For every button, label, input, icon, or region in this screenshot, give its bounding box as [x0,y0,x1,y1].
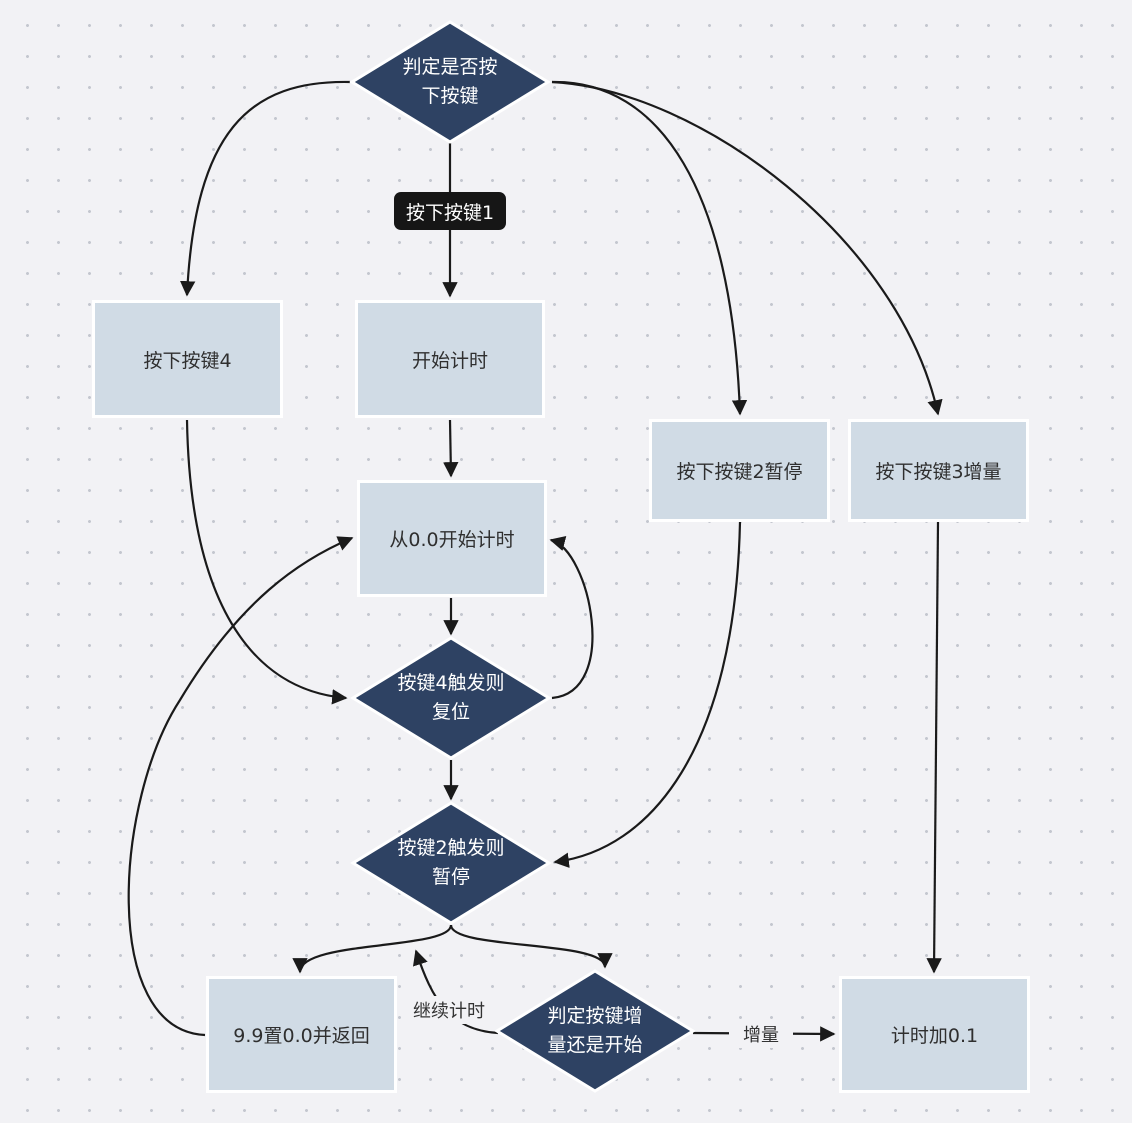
add-point-one-node[interactable]: 计时加0.1 [839,976,1030,1093]
edge-key2-to-pause [553,521,742,868]
edge-decide-to-key2 [551,80,748,416]
edge-start-to-zero [443,419,459,478]
edge-99-to-zero [127,536,354,1037]
diamond-decide-key-shape[interactable] [349,20,551,144]
edge-reset-loop [549,536,594,700]
key2-pause-node[interactable]: 按下按键2暂停 [649,419,830,522]
edge-pause-to-decide-inc [449,924,613,969]
edge-decide-to-key4 [179,80,351,297]
diamond-key4-reset-shape[interactable] [350,636,552,760]
edge-key3-to-add [926,521,942,974]
key1-edge-tag: 按下按键1 [394,192,506,230]
key4-node[interactable]: 按下按键4 [92,300,283,418]
edge-decide-to-key3 [551,80,943,416]
start-timer-node[interactable]: 开始计时 [355,300,545,418]
increment-edge-label: 增量 [729,1020,793,1048]
edge-pause-to-99 [292,924,453,974]
continue-edge-label: 继续计时 [402,996,496,1024]
from-zero-node[interactable]: 从0.0开始计时 [357,480,547,597]
reset-return-node[interactable]: 9.9置0.0并返回 [206,976,397,1093]
key3-increment-node[interactable]: 按下按键3增量 [848,419,1029,522]
diamond-key2-pause-shape[interactable] [350,801,552,925]
edge-key4-to-reset [185,419,348,705]
diamond-decide-inc-shape[interactable] [494,969,696,1093]
